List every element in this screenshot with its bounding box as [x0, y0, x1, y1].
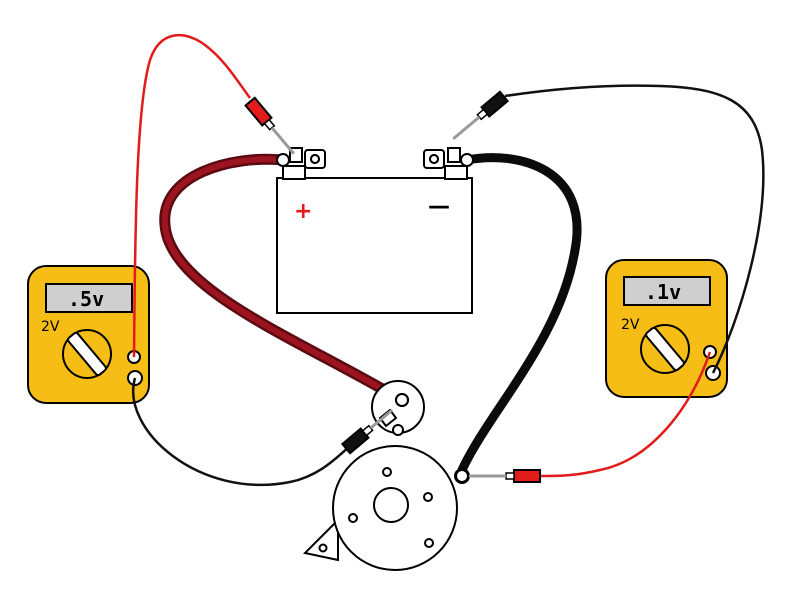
right-meter-red-lead	[539, 351, 712, 478]
meter-right-reading: .1v	[645, 280, 681, 304]
meter-right-display	[623, 276, 711, 306]
multimeter-right: .1v 2V	[605, 259, 728, 398]
battery: + —	[276, 147, 473, 314]
left-meter-red-probe	[244, 96, 296, 155]
positive-battery-cable-core	[161, 156, 401, 401]
battery-positive-symbol: +	[294, 199, 312, 224]
meter-left-range-label: 2V	[41, 319, 60, 335]
battery-negative-terminal	[423, 147, 468, 180]
starter-shaft	[373, 487, 409, 523]
meter-right-dial-pointer	[645, 326, 685, 372]
meter-right-range-label: 2V	[621, 317, 640, 333]
battery-negative-symbol: —	[428, 194, 450, 219]
right-meter-black-lead	[504, 84, 765, 374]
meter-left-reading: .5v	[68, 287, 104, 311]
right-meter-black-probe	[452, 90, 510, 141]
left-meter-black-lead	[132, 377, 351, 487]
left-meter-red-lead	[132, 33, 252, 358]
meter-left-display	[45, 283, 133, 313]
positive-cable-eyelet	[395, 393, 409, 407]
negative-battery-cable	[457, 153, 582, 475]
battery-case	[276, 177, 473, 314]
meter-left-dial-pointer	[67, 331, 107, 377]
starter-motor	[302, 380, 470, 571]
right-meter-red-probe	[468, 469, 541, 483]
negative-cable-eyelet	[455, 469, 469, 483]
multimeter-left: .5v 2V	[27, 265, 150, 404]
starter-mounting-ear	[302, 517, 339, 562]
left-meter-black-probe	[340, 408, 394, 455]
battery-positive-terminal	[282, 147, 326, 180]
